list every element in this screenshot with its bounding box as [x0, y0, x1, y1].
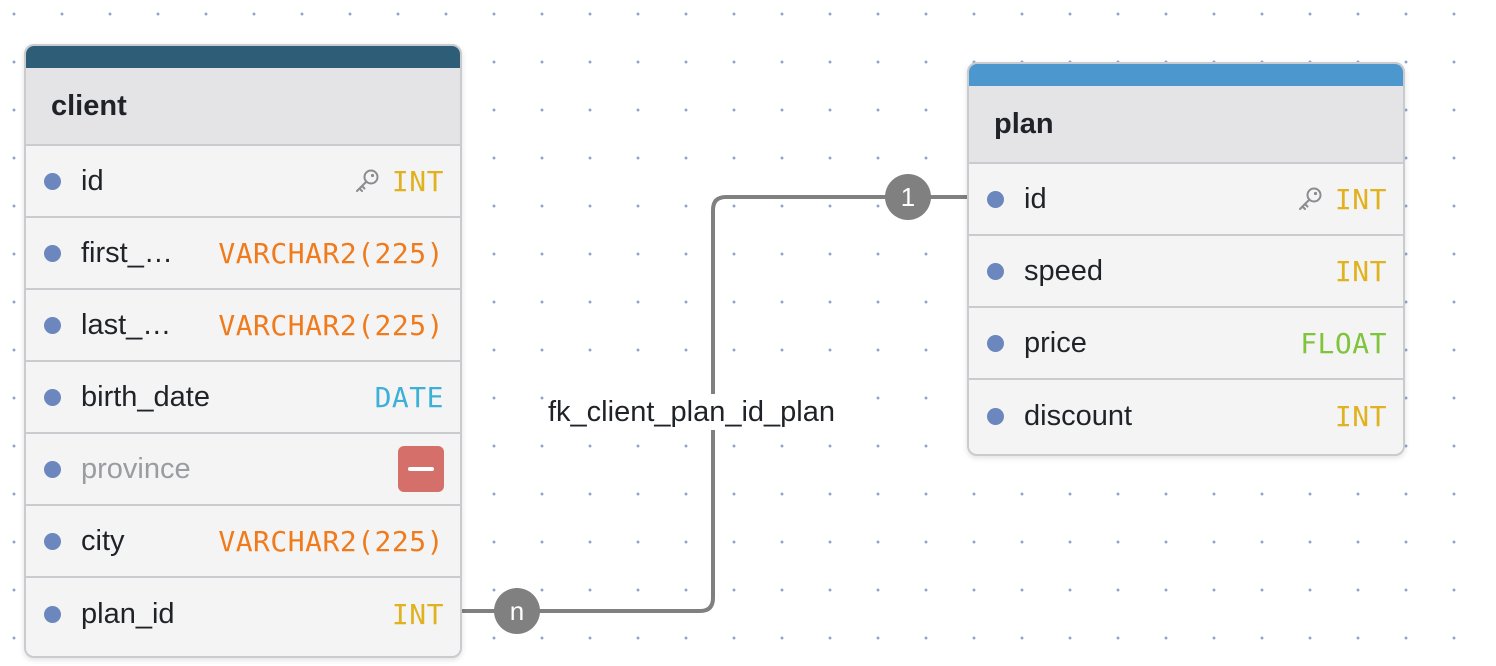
- table-color-bar: [969, 64, 1403, 86]
- field-name: city: [81, 524, 125, 557]
- field-handle[interactable]: [44, 316, 61, 334]
- field-type: VARCHAR2(225): [218, 308, 444, 342]
- field-type: VARCHAR2(225): [218, 524, 444, 558]
- field-row[interactable]: first_… VARCHAR2(225): [26, 218, 460, 290]
- field-row[interactable]: price FLOAT: [969, 308, 1403, 380]
- field-type: INT: [1334, 254, 1387, 288]
- field-row[interactable]: last_… VARCHAR2(225): [26, 290, 460, 362]
- field-type: INT: [1334, 182, 1387, 216]
- field-handle[interactable]: [44, 460, 61, 478]
- field-handle[interactable]: [987, 262, 1004, 280]
- field-row[interactable]: id INT: [26, 146, 460, 218]
- field-handle[interactable]: [44, 605, 61, 623]
- key-icon: [355, 169, 379, 192]
- table-client[interactable]: client id INT first_… VARCHAR2(225) last…: [24, 44, 462, 658]
- field-handle[interactable]: [987, 407, 1004, 425]
- field-type: VARCHAR2(225): [218, 236, 444, 270]
- cardinality-n-label: n: [510, 596, 524, 626]
- field-name: discount: [1024, 399, 1133, 432]
- field-type: INT: [391, 597, 444, 631]
- field-type: DATE: [374, 380, 444, 414]
- field-name: id: [81, 164, 104, 197]
- field-row[interactable]: province: [26, 434, 460, 506]
- field-handle[interactable]: [44, 244, 61, 262]
- field-name: plan_id: [81, 597, 175, 630]
- field-row[interactable]: city VARCHAR2(225): [26, 506, 460, 578]
- remove-field-button[interactable]: [398, 446, 444, 492]
- field-row[interactable]: birth_date DATE: [26, 362, 460, 434]
- minus-icon: [408, 467, 434, 471]
- relationship-label[interactable]: fk_client_plan_id_plan: [546, 394, 837, 430]
- field-name: price: [1024, 326, 1087, 359]
- field-handle[interactable]: [44, 388, 61, 406]
- field-row[interactable]: discount INT: [969, 380, 1403, 452]
- table-color-bar: [26, 46, 460, 68]
- table-title[interactable]: client: [26, 68, 460, 146]
- field-name: speed: [1024, 254, 1104, 287]
- field-handle[interactable]: [44, 172, 61, 190]
- field-name: first_…: [81, 236, 173, 269]
- field-type: FLOAT: [1300, 326, 1387, 360]
- field-type: INT: [391, 164, 444, 198]
- cardinality-1-marker: 1: [885, 174, 931, 220]
- field-row[interactable]: plan_id INT: [26, 578, 460, 650]
- field-row[interactable]: speed INT: [969, 236, 1403, 308]
- field-handle[interactable]: [987, 190, 1004, 208]
- field-type: INT: [1334, 399, 1387, 433]
- key-icon: [1298, 187, 1322, 210]
- field-name: province: [81, 452, 191, 485]
- table-plan[interactable]: plan id INT speed INT price FLOAT discou…: [967, 62, 1405, 456]
- field-handle[interactable]: [987, 334, 1004, 352]
- table-title[interactable]: plan: [969, 86, 1403, 164]
- field-name: birth_date: [81, 380, 210, 413]
- field-name: id: [1024, 182, 1047, 215]
- cardinality-n-marker: n: [494, 588, 540, 634]
- field-row[interactable]: id INT: [969, 164, 1403, 236]
- field-name: last_…: [81, 308, 172, 341]
- field-handle[interactable]: [44, 532, 61, 550]
- cardinality-1-label: 1: [901, 182, 915, 212]
